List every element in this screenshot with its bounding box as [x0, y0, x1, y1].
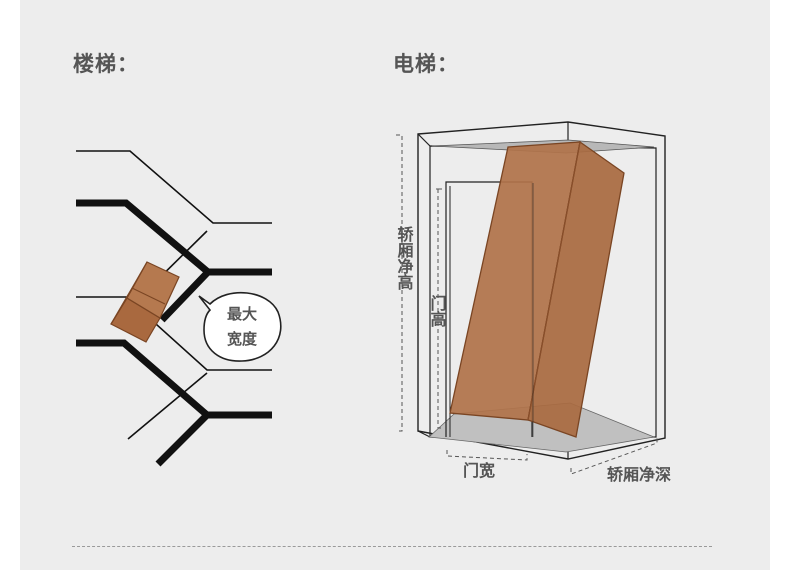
door-height-label-text: 门高 — [428, 294, 447, 328]
stair-wall-upper-branch — [159, 269, 211, 323]
stairs-diagram: 最大 宽度 — [76, 150, 282, 467]
stair-wall-top — [76, 199, 272, 276]
door-height-dimension — [437, 189, 442, 429]
dashed-divider — [72, 546, 712, 547]
max-width-bubble — [198, 291, 282, 362]
car-depth-label: 轿厢净深 — [607, 465, 671, 484]
bubble-text-line2: 宽度 — [226, 330, 258, 348]
elevator-diagram: 轿厢净高 门高 门宽 轿厢净深 — [395, 121, 671, 484]
car-height-label: 轿厢净高 — [395, 225, 414, 291]
stairs-heading: 楼梯： — [73, 52, 139, 76]
bubble-text-line1: 最大 — [227, 305, 257, 323]
car-height-dimension — [396, 134, 403, 432]
elevator-edge-bottom-left — [417, 430, 431, 438]
stair-wall-lower-branch — [155, 412, 210, 467]
stair-thin-line-lower-diag — [127, 372, 208, 440]
car-depth-dimension — [570, 437, 658, 475]
stair-box-edge — [131, 287, 166, 305]
door-width-dimension — [446, 450, 528, 461]
elevator-heading: 电梯： — [393, 52, 459, 76]
elevator-box-inner-edge — [527, 141, 581, 421]
stair-thin-line-top — [76, 150, 272, 224]
door-width-label: 门宽 — [463, 461, 495, 480]
stair-wall-bottom — [76, 339, 272, 419]
stair-box-front — [110, 261, 148, 325]
stair-thin-line-mid — [76, 296, 272, 371]
elevator-edge-top-left — [417, 133, 431, 147]
door-height-label: 门高 — [428, 294, 447, 328]
car-height-label-text: 轿厢净高 — [395, 225, 414, 291]
